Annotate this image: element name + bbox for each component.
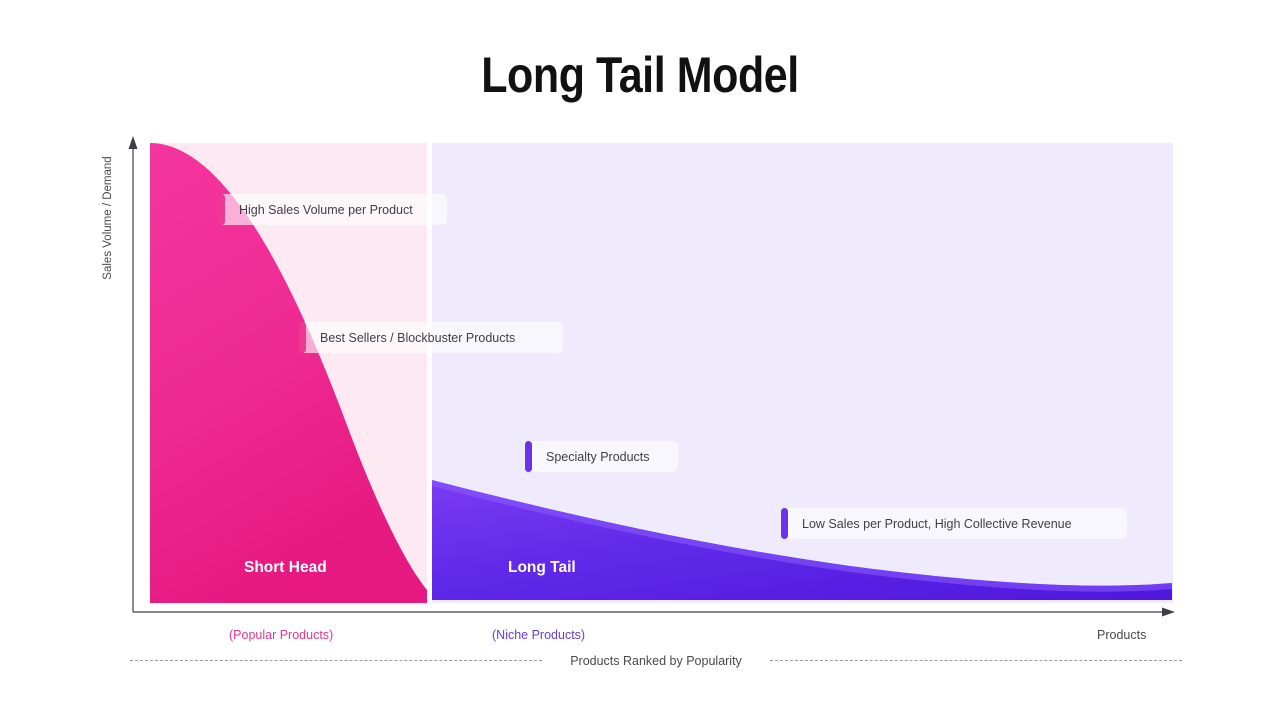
footer-dash-right: [769, 660, 1182, 662]
callout-best-sellers[interactable]: Best Sellers / Blockbuster Products: [299, 322, 563, 353]
callout-accent-bar: [299, 322, 306, 353]
footer-caption-row: Products Ranked by Popularity: [130, 654, 1182, 668]
x-tick-niche-products: (Niche Products): [492, 628, 586, 642]
long-tail-area: [432, 480, 1172, 600]
callout-label: Low Sales per Product, High Collective R…: [802, 516, 1072, 531]
short-head-area: [150, 143, 427, 603]
region-label-long-tail: Long Tail: [508, 559, 576, 576]
x-axis-arrowhead: [1162, 607, 1175, 617]
footer-caption: Products Ranked by Popularity: [570, 654, 742, 668]
footer-dash-left: [130, 660, 543, 662]
callout-label: Specialty Products: [546, 449, 650, 464]
callout-high-sales-volume[interactable]: High Sales Volume per Product: [218, 194, 447, 225]
callout-accent-bar: [781, 508, 788, 539]
callout-label: High Sales Volume per Product: [239, 202, 413, 217]
x-tick-popular-products: (Popular Products): [229, 628, 334, 642]
region-label-short-head: Short Head: [244, 559, 327, 576]
page-title: Long Tail Model: [481, 47, 799, 103]
callout-low-sales-high-collective[interactable]: Low Sales per Product, High Collective R…: [781, 508, 1127, 539]
callout-label: Best Sellers / Blockbuster Products: [320, 330, 516, 345]
y-axis-arrowhead: [128, 136, 138, 149]
x-axis-label: Products: [1097, 628, 1147, 642]
y-axis-label: Sales Volume / Demand: [102, 156, 114, 280]
callout-accent-bar: [218, 194, 225, 225]
callout-specialty-products[interactable]: Specialty Products: [525, 441, 678, 472]
callout-accent-bar: [525, 441, 532, 472]
